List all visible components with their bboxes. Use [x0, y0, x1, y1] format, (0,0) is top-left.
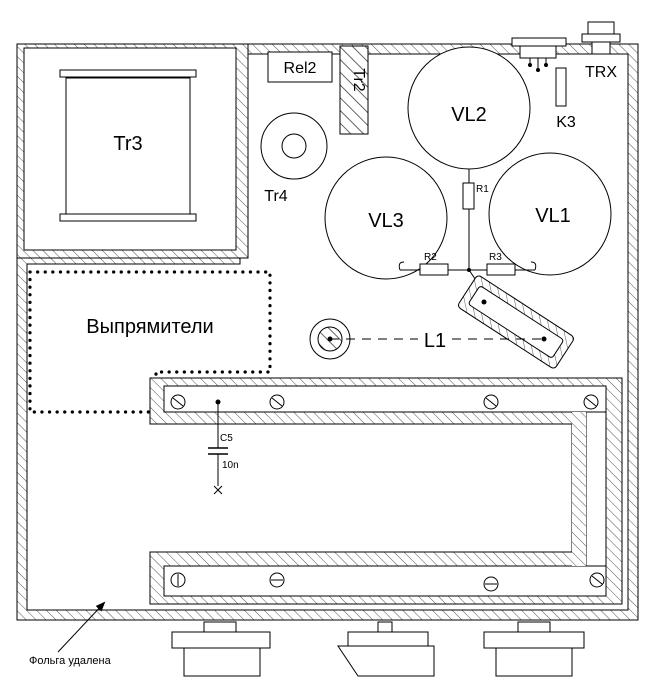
trx-label: TRX: [585, 64, 617, 81]
k3-label: K3: [556, 114, 576, 131]
vl1-label: VL1: [535, 205, 571, 227]
foil-removed-label: Фольга удалена: [29, 655, 112, 667]
bottom-connectors: [171, 621, 585, 677]
connector-middle: [337, 621, 435, 677]
tr3-label: Tr3: [113, 133, 142, 155]
connector-left: [171, 621, 271, 677]
toroid-tr4: Tr4: [260, 112, 328, 205]
relay-rel2: Rel2: [267, 51, 333, 83]
c5-value-label: 10n: [222, 460, 239, 471]
relay-k3: K3: [555, 67, 576, 131]
screw-top-3: [483, 394, 499, 410]
connector-trx: TRX: [511, 21, 621, 81]
screw-bottom-1: [170, 572, 186, 588]
screw-bottom-3: [483, 576, 499, 592]
connector-right: [483, 621, 585, 677]
tube-vl3: VL3: [324, 156, 448, 280]
c5-label: C5: [220, 433, 233, 444]
tr4-label: Tr4: [264, 188, 288, 205]
vl3-label: VL3: [368, 210, 404, 232]
rel2-label: Rel2: [284, 60, 317, 77]
screw-top-4: [583, 394, 599, 410]
l1-label: L1: [424, 330, 446, 352]
resistor-network: R1 R2 R3: [398, 169, 537, 287]
foil-removed-annotation: Фольга удалена: [29, 601, 112, 667]
r1-label: R1: [476, 184, 489, 195]
tube-vl1: VL1: [488, 152, 612, 276]
r2-label: R2: [424, 252, 437, 263]
capacitor-c5: C5 10n: [208, 399, 239, 495]
transformer-tr2: Tr2: [339, 45, 369, 135]
rectifiers-label: Выпрямители: [86, 316, 213, 338]
coil-l1: L1: [309, 275, 574, 369]
screw-top-1: [170, 394, 186, 410]
vl2-label: VL2: [451, 104, 487, 126]
screw-bottom-4: [589, 572, 605, 588]
screw-bottom-2: [269, 572, 285, 588]
screws: [170, 394, 605, 592]
tr2-label: Tr2: [350, 68, 367, 92]
tube-vl2: VL2: [407, 46, 531, 170]
r3-label: R3: [489, 252, 502, 263]
screw-top-2: [269, 394, 285, 410]
lower-enclosure: [149, 377, 623, 605]
rectifier-area: Выпрямители: [28, 270, 272, 414]
transformer-tr3: Tr3: [59, 69, 197, 222]
